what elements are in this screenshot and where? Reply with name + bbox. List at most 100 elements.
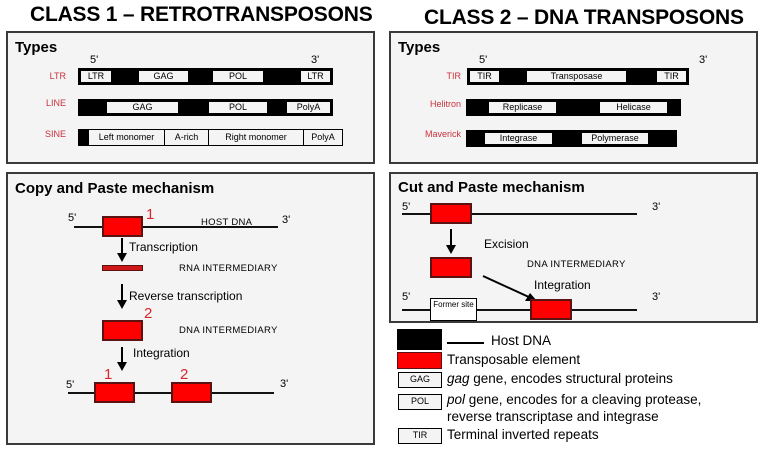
legend-pol-italic: pol bbox=[447, 392, 466, 407]
arrow-down-icon bbox=[117, 362, 127, 371]
host-dna-line bbox=[74, 226, 278, 228]
segment-pol: POL bbox=[208, 101, 268, 114]
legend-tir-swatch: TIR bbox=[398, 428, 442, 444]
legend-pol-text-line2: reverse transcriptase and integrase bbox=[447, 409, 659, 424]
segment-polya: PolyA bbox=[303, 129, 343, 146]
step-integration: Integration bbox=[133, 346, 190, 360]
three-prime-label: 3' bbox=[282, 214, 291, 226]
excised-element bbox=[430, 257, 472, 278]
element-number-1: 1 bbox=[146, 206, 155, 223]
class2-types-title: Types bbox=[398, 39, 441, 56]
segment-integrase: Integrase bbox=[484, 132, 553, 145]
segment-ltr-3: LTR bbox=[300, 70, 331, 83]
copy-paste-panel: Copy and Paste mechanism 5' 1 HOST DNA 3… bbox=[6, 172, 375, 445]
element-number-2: 2 bbox=[180, 366, 189, 383]
step-reverse-transcription: Reverse transcription bbox=[129, 289, 243, 303]
legend-tir-text: Terminal inverted repeats bbox=[447, 427, 599, 442]
arrow-integration-shaft bbox=[121, 347, 123, 362]
helitron-element-bar: Replicase Helicase bbox=[466, 99, 681, 116]
transposable-element-1 bbox=[94, 382, 135, 403]
tir-element-bar: TIR Transposase TIR bbox=[467, 68, 689, 85]
type-label-tir: TIR bbox=[446, 71, 462, 81]
class2-types-panel: Types 5' 3' TIR TIR Transposase TIR Heli… bbox=[389, 31, 758, 164]
class1-types-title: Types bbox=[15, 39, 58, 56]
arrow-down-icon bbox=[446, 245, 456, 254]
ltr-element-bar: LTR GAG POL LTR bbox=[78, 68, 333, 85]
class2-heading: CLASS 2 – DNA TRANSPOSONS bbox=[424, 6, 744, 29]
segment-replicase: Replicase bbox=[488, 101, 557, 114]
segment-tir-3: TIR bbox=[656, 70, 687, 83]
three-prime-label: 3' bbox=[699, 54, 708, 66]
five-prime-label: 5' bbox=[68, 212, 77, 224]
cut-paste-title: Cut and Paste mechanism bbox=[398, 179, 585, 196]
segment-ltr-5: LTR bbox=[80, 70, 112, 83]
segment-helicase: Helicase bbox=[599, 101, 668, 114]
transposable-element-1 bbox=[102, 216, 143, 237]
legend-host-dna-line bbox=[447, 342, 484, 344]
legend-host-dna-swatch bbox=[397, 329, 442, 350]
step-excision: Excision bbox=[484, 237, 529, 251]
former-site-box: Former site bbox=[430, 298, 477, 321]
element-number-2: 2 bbox=[144, 305, 153, 322]
dna-intermediary-label: DNA INTERMEDIARY bbox=[527, 259, 626, 270]
five-prime-label: 5' bbox=[479, 54, 488, 66]
five-prime-label: 5' bbox=[66, 379, 75, 391]
type-label-ltr: LTR bbox=[49, 71, 66, 81]
transposable-element-2 bbox=[102, 320, 143, 341]
host-dna-line bbox=[402, 213, 637, 215]
copy-paste-title: Copy and Paste mechanism bbox=[15, 180, 215, 197]
three-prime-label: 3' bbox=[311, 54, 320, 66]
class1-types-panel: Types 5' 3' LTR LTR GAG POL LTR LINE GAG… bbox=[6, 31, 375, 164]
segment-left-monomer: Left monomer bbox=[88, 129, 165, 146]
cut-paste-panel: Cut and Paste mechanism 5' 3' Excision D… bbox=[389, 172, 758, 323]
segment-gag: GAG bbox=[138, 70, 189, 83]
host-dna-line bbox=[402, 309, 637, 311]
legend-gag-desc: gene, encodes structural proteins bbox=[469, 371, 673, 386]
class1-heading: CLASS 1 – RETROTRANSPOSONS bbox=[30, 3, 373, 26]
segment-polymerase: Polymerase bbox=[581, 132, 649, 145]
legend-gag-italic: gag bbox=[447, 371, 470, 386]
step-integration: Integration bbox=[534, 278, 591, 292]
transposable-element-2 bbox=[171, 382, 212, 403]
segment-a-rich: A-rich bbox=[164, 129, 209, 146]
legend-gag-swatch: GAG bbox=[398, 372, 442, 388]
type-label-line: LINE bbox=[45, 98, 66, 108]
arrow-transcription-shaft bbox=[121, 238, 123, 253]
five-prime-label: 5' bbox=[90, 54, 99, 66]
segment-transposase: Transposase bbox=[526, 70, 627, 83]
three-prime-label: 3' bbox=[280, 378, 289, 390]
sine-host-flank bbox=[78, 129, 90, 146]
dna-intermediary-label: DNA INTERMEDIARY bbox=[179, 325, 278, 336]
legend-host-dna-text: Host DNA bbox=[491, 333, 552, 348]
rna-intermediary-label: RNA INTERMEDIARY bbox=[179, 263, 278, 274]
legend-gag-text: gag gene, encodes structural proteins bbox=[447, 371, 673, 387]
maverick-element-bar: Integrase Polymerase bbox=[466, 130, 677, 147]
arrow-excision-shaft bbox=[450, 229, 452, 246]
legend-pol-desc: gene, encodes for a cleaving protease, bbox=[465, 392, 702, 407]
segment-polya: PolyA bbox=[286, 101, 331, 114]
line-element-bar: GAG POL PolyA bbox=[78, 99, 333, 116]
arrow-down-icon bbox=[117, 253, 127, 262]
legend-te-swatch bbox=[397, 352, 442, 369]
legend-pol-swatch: POL bbox=[398, 394, 442, 410]
transposable-element bbox=[430, 203, 472, 224]
type-label-helitron: Helitron bbox=[429, 99, 461, 109]
three-prime-label: 3' bbox=[652, 291, 661, 303]
step-transcription: Transcription bbox=[129, 240, 198, 254]
element-number-1: 1 bbox=[104, 366, 113, 383]
three-prime-label: 3' bbox=[652, 201, 661, 213]
integrated-element bbox=[530, 299, 572, 320]
segment-tir-5: TIR bbox=[469, 70, 500, 83]
arrow-down-icon bbox=[117, 300, 127, 309]
type-label-maverick: Maverick bbox=[424, 129, 461, 139]
five-prime-label: 5' bbox=[402, 291, 411, 303]
segment-gag: GAG bbox=[106, 101, 179, 114]
legend-te-text: Transposable element bbox=[447, 352, 581, 367]
host-dna-label: HOST DNA bbox=[201, 217, 253, 228]
five-prime-label: 5' bbox=[402, 201, 411, 213]
type-label-sine: SINE bbox=[44, 129, 66, 139]
legend-pol-text: pol gene, encodes for a cleaving proteas… bbox=[447, 392, 701, 408]
arrow-reverse-transcription-shaft bbox=[121, 284, 123, 300]
segment-pol: POL bbox=[212, 70, 264, 83]
segment-right-monomer: Right monomer bbox=[208, 129, 304, 146]
